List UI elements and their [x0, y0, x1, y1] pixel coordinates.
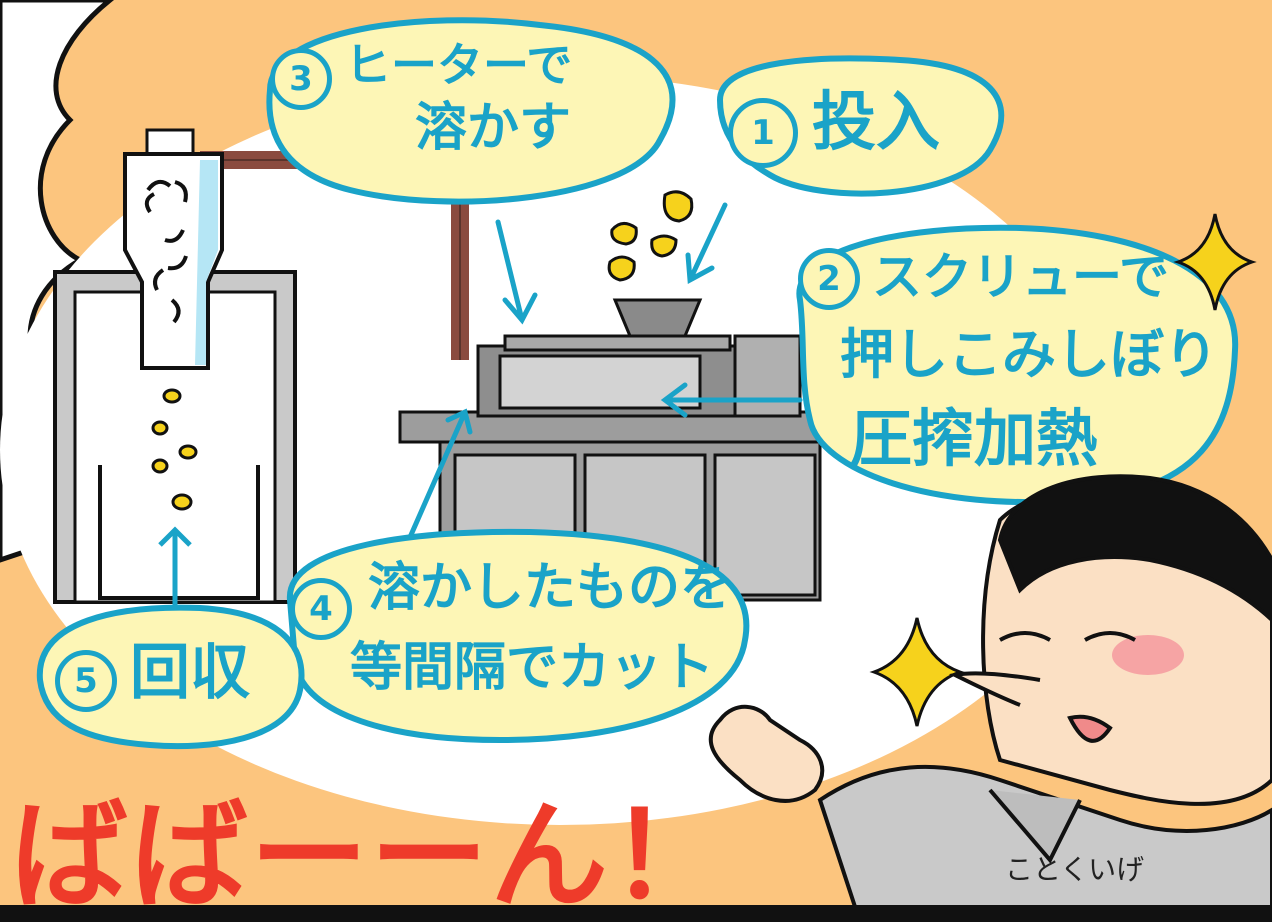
sparkle-icons: [869, 213, 1257, 727]
step1-text: 投入: [812, 86, 940, 160]
bubble-step3: [266, 17, 676, 205]
bubble-step2: [796, 224, 1239, 506]
bubble-step1: [716, 55, 1005, 197]
arrow-up-collect: [158, 526, 192, 610]
step3-number: 3: [270, 48, 332, 110]
input-pellets: [607, 190, 694, 282]
step2-line2: 押しこみしぼり: [840, 323, 1218, 386]
step3-line1: ヒーターで: [345, 38, 573, 92]
step2-number: 2: [798, 248, 860, 310]
step4-number: 4: [290, 578, 352, 640]
artist-signature: ことくいげ: [1005, 853, 1145, 886]
cyclone-separator: [123, 128, 224, 370]
arrow-screw: [660, 382, 803, 418]
step4-line1: 溶かしたものを: [368, 558, 733, 618]
cartoon-man: [708, 474, 1272, 922]
step1-number: 1: [728, 98, 798, 168]
step2-line1: スクリューで: [872, 248, 1169, 306]
arrow-heater: [495, 219, 538, 325]
step2-line3: 圧搾加熱: [850, 402, 1099, 475]
bottom-border: [0, 905, 1272, 922]
bubble-step5: [36, 604, 305, 750]
step5-text: 回収: [130, 638, 250, 708]
step5-number: 5: [55, 650, 117, 712]
step3-line2: 溶かす: [415, 98, 572, 158]
exclamation-text: ばばーーん！: [10, 787, 731, 922]
falling-pellets: [151, 388, 198, 511]
bubble-step4: [286, 528, 750, 744]
arrow-input: [685, 202, 728, 285]
step4-line2: 等間隔でカット: [350, 638, 715, 698]
